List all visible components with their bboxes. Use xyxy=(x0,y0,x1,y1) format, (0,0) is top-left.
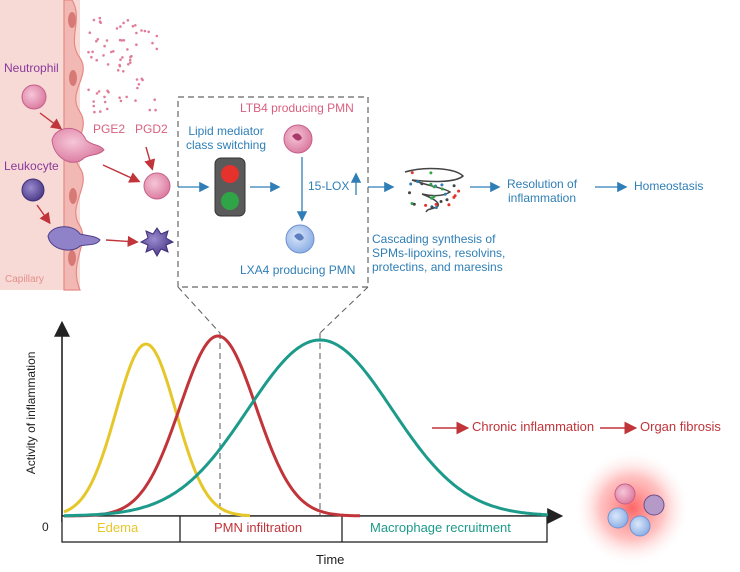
resolution-line1: Resolution of xyxy=(507,177,578,191)
pgd2-label: PGD2 xyxy=(135,122,168,136)
phase-edema-label: Edema xyxy=(97,520,139,535)
prostaglandin-dots xyxy=(87,16,159,114)
lxa4-label: LXA4 producing PMN xyxy=(240,263,356,277)
resolution-label: Resolution of inflammation xyxy=(507,177,578,206)
migrating-leukocyte xyxy=(47,226,101,251)
pmn-infiltration-curve xyxy=(63,334,360,518)
neutrophil-cell xyxy=(21,84,47,110)
organ-fibrosis-label: Organ fibrosis xyxy=(640,419,721,434)
leukocyte-cells xyxy=(21,178,175,258)
cascade-label: Cascading synthesis of SPMs-lipoxins, re… xyxy=(372,232,506,274)
ltb4-cell xyxy=(283,124,313,154)
neutrophil-label: Neutrophil xyxy=(4,61,59,75)
lxa4-cell xyxy=(285,224,315,254)
cascade-line3: protectins, and maresins xyxy=(372,259,503,274)
edema-curve xyxy=(63,342,251,518)
activated-macrophage xyxy=(139,227,175,258)
ltb4-label: LTB4 producing PMN xyxy=(240,101,354,115)
phase-pmn-label: PMN infiltration xyxy=(214,520,303,535)
zoom-lines xyxy=(177,286,369,515)
phase-macrophage-label: Macrophage recruitment xyxy=(370,520,511,535)
resolution-line2: inflammation xyxy=(508,190,577,205)
x-axis-label: Time xyxy=(316,552,345,567)
y-axis-label: Activity of inflammation xyxy=(24,351,39,475)
phase-bar xyxy=(61,515,548,543)
leukocyte-label: Leukocyte xyxy=(4,159,59,173)
neutrophil-cells xyxy=(21,84,171,200)
traffic-light-icon xyxy=(214,157,246,217)
homeostasis-label: Homeostasis xyxy=(634,179,704,193)
class-switch-box xyxy=(177,96,369,288)
lipid-switch-line2: class switching xyxy=(186,137,267,152)
leukocyte-cell xyxy=(21,178,45,202)
lipid-switch-line1: Lipid mediator xyxy=(188,124,264,138)
macrophage-recruitment-curve xyxy=(64,338,549,518)
extravasated-neutrophil xyxy=(143,172,171,200)
migration-arrows xyxy=(36,112,156,248)
cascade-line1: Cascading synthesis of xyxy=(372,232,496,246)
chart xyxy=(54,320,564,543)
lipid-switch-label: Lipid mediator class switching xyxy=(186,124,267,153)
zero-label: 0 xyxy=(42,520,49,534)
cascade-line2: SPMs-lipoxins, resolvins, xyxy=(372,245,506,260)
spm-cascade-icon xyxy=(404,167,465,213)
pge2-label: PGE2 xyxy=(93,122,126,136)
capillary-label: Capillary xyxy=(5,274,44,285)
lox-label: 15-LOX xyxy=(308,179,350,193)
fibrosis-cell-cluster xyxy=(574,450,690,566)
pathway-arrows xyxy=(178,157,628,222)
chronic-inflammation-label: Chronic inflammation xyxy=(472,419,595,434)
migrating-neutrophil xyxy=(51,127,105,163)
